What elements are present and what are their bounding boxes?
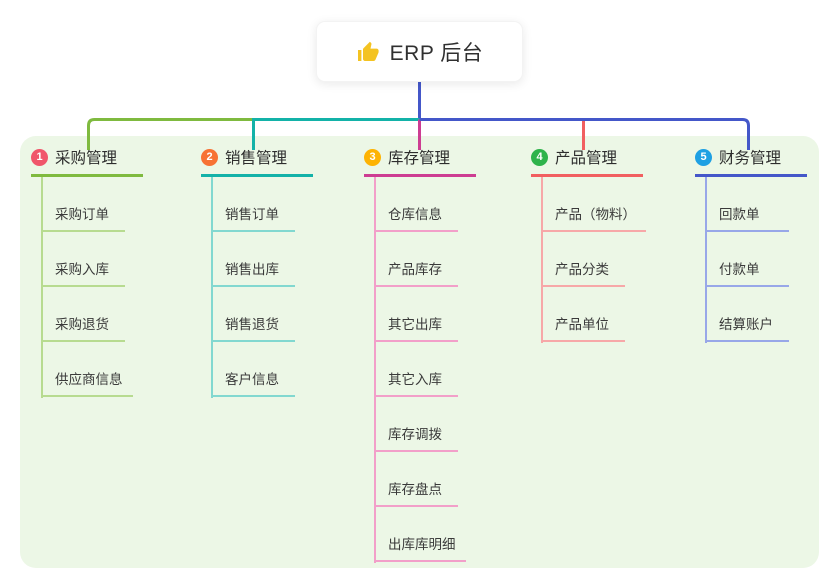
branch-title-node[interactable]: 3 库存管理 xyxy=(364,146,476,177)
branch-number-badge: 2 xyxy=(201,148,218,166)
child-node[interactable]: 采购退货 xyxy=(41,287,125,342)
branch-number-badge: 3 xyxy=(364,148,381,166)
child-node[interactable]: 产品（物料） xyxy=(541,177,646,232)
branch-title-label: 财务管理 xyxy=(719,150,782,167)
child-node[interactable]: 客户信息 xyxy=(211,342,295,397)
child-node[interactable]: 仓库信息 xyxy=(374,177,458,232)
branch-title-node[interactable]: 4 产品管理 xyxy=(531,146,643,177)
branch-title-node[interactable]: 1 采购管理 xyxy=(31,146,143,177)
child-node[interactable]: 采购入库 xyxy=(41,232,125,287)
branch-children-connector xyxy=(705,177,707,343)
child-node[interactable]: 产品分类 xyxy=(541,232,625,287)
branch-number-badge: 1 xyxy=(31,148,48,166)
thumbs-up-icon xyxy=(356,40,380,64)
branch-children-connector xyxy=(541,177,543,343)
branch-children-connector xyxy=(211,177,213,398)
branch-children-connector xyxy=(374,177,376,563)
child-node[interactable]: 产品库存 xyxy=(374,232,458,287)
mindmap-canvas xyxy=(20,136,819,568)
child-node[interactable]: 其它入库 xyxy=(374,342,458,397)
child-node[interactable]: 采购订单 xyxy=(41,177,125,232)
branch-number-badge: 5 xyxy=(695,148,712,166)
branch-inventory: 3 库存管理 仓库信息 产品库存 其它出库 其它入库 库存调拨 库存盘点 出库库… xyxy=(364,146,476,563)
root-node-title: ERP 后台 xyxy=(389,41,484,65)
branch-purchase: 1 采购管理 采购订单 采购入库 采购退货 供应商信息 xyxy=(31,146,143,398)
branch-title-label: 库存管理 xyxy=(388,150,451,167)
child-node[interactable]: 库存盘点 xyxy=(374,452,458,507)
child-node[interactable]: 结算账户 xyxy=(705,287,789,342)
child-node[interactable]: 销售订单 xyxy=(211,177,295,232)
branch-title-label: 销售管理 xyxy=(225,150,288,167)
branch-product: 4 产品管理 产品（物料） 产品分类 产品单位 xyxy=(531,146,646,343)
child-node[interactable]: 产品单位 xyxy=(541,287,625,342)
branch-title-label: 产品管理 xyxy=(555,150,618,167)
branch-title-node[interactable]: 2 销售管理 xyxy=(201,146,313,177)
branch-title-label: 采购管理 xyxy=(55,150,118,167)
branch-sales: 2 销售管理 销售订单 销售出库 销售退货 客户信息 xyxy=(201,146,313,398)
child-node[interactable]: 库存调拨 xyxy=(374,397,458,452)
child-node[interactable]: 出库库明细 xyxy=(374,507,466,562)
branch-children-connector xyxy=(41,177,43,398)
child-node[interactable]: 销售出库 xyxy=(211,232,295,287)
child-node[interactable]: 供应商信息 xyxy=(41,342,133,397)
child-node[interactable]: 其它出库 xyxy=(374,287,458,342)
child-node[interactable]: 销售退货 xyxy=(211,287,295,342)
branch-number-badge: 4 xyxy=(531,148,548,166)
branch-finance: 5 财务管理 回款单 付款单 结算账户 xyxy=(695,146,807,343)
child-node[interactable]: 回款单 xyxy=(705,177,789,232)
branch-title-node[interactable]: 5 财务管理 xyxy=(695,146,807,177)
root-node[interactable]: ERP 后台 xyxy=(316,21,523,82)
child-node[interactable]: 付款单 xyxy=(705,232,789,287)
